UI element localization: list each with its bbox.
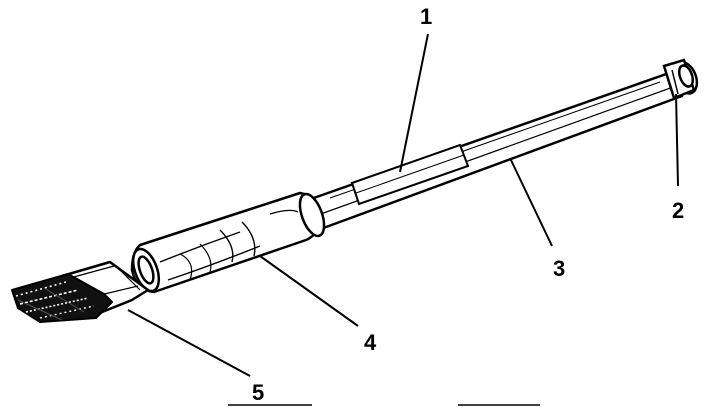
brush-bristles	[11, 273, 113, 323]
leader-line-5	[127, 309, 251, 377]
leader-line-3	[509, 157, 553, 247]
callouts: 1 2 3 4 5	[252, 4, 684, 405]
callout-2: 2	[672, 198, 684, 223]
label-band	[350, 143, 470, 206]
leader-line-1	[399, 33, 429, 173]
handle-grip	[130, 191, 326, 294]
callout-1: 1	[420, 4, 432, 29]
callout-3: 3	[553, 256, 565, 281]
leader-line-2	[675, 93, 679, 187]
callout-5: 5	[252, 380, 264, 405]
extension-rod	[306, 70, 684, 232]
leader-lines	[127, 33, 679, 377]
callout-4: 4	[364, 330, 377, 355]
leader-line-4	[259, 255, 359, 327]
end-cap	[662, 58, 699, 100]
